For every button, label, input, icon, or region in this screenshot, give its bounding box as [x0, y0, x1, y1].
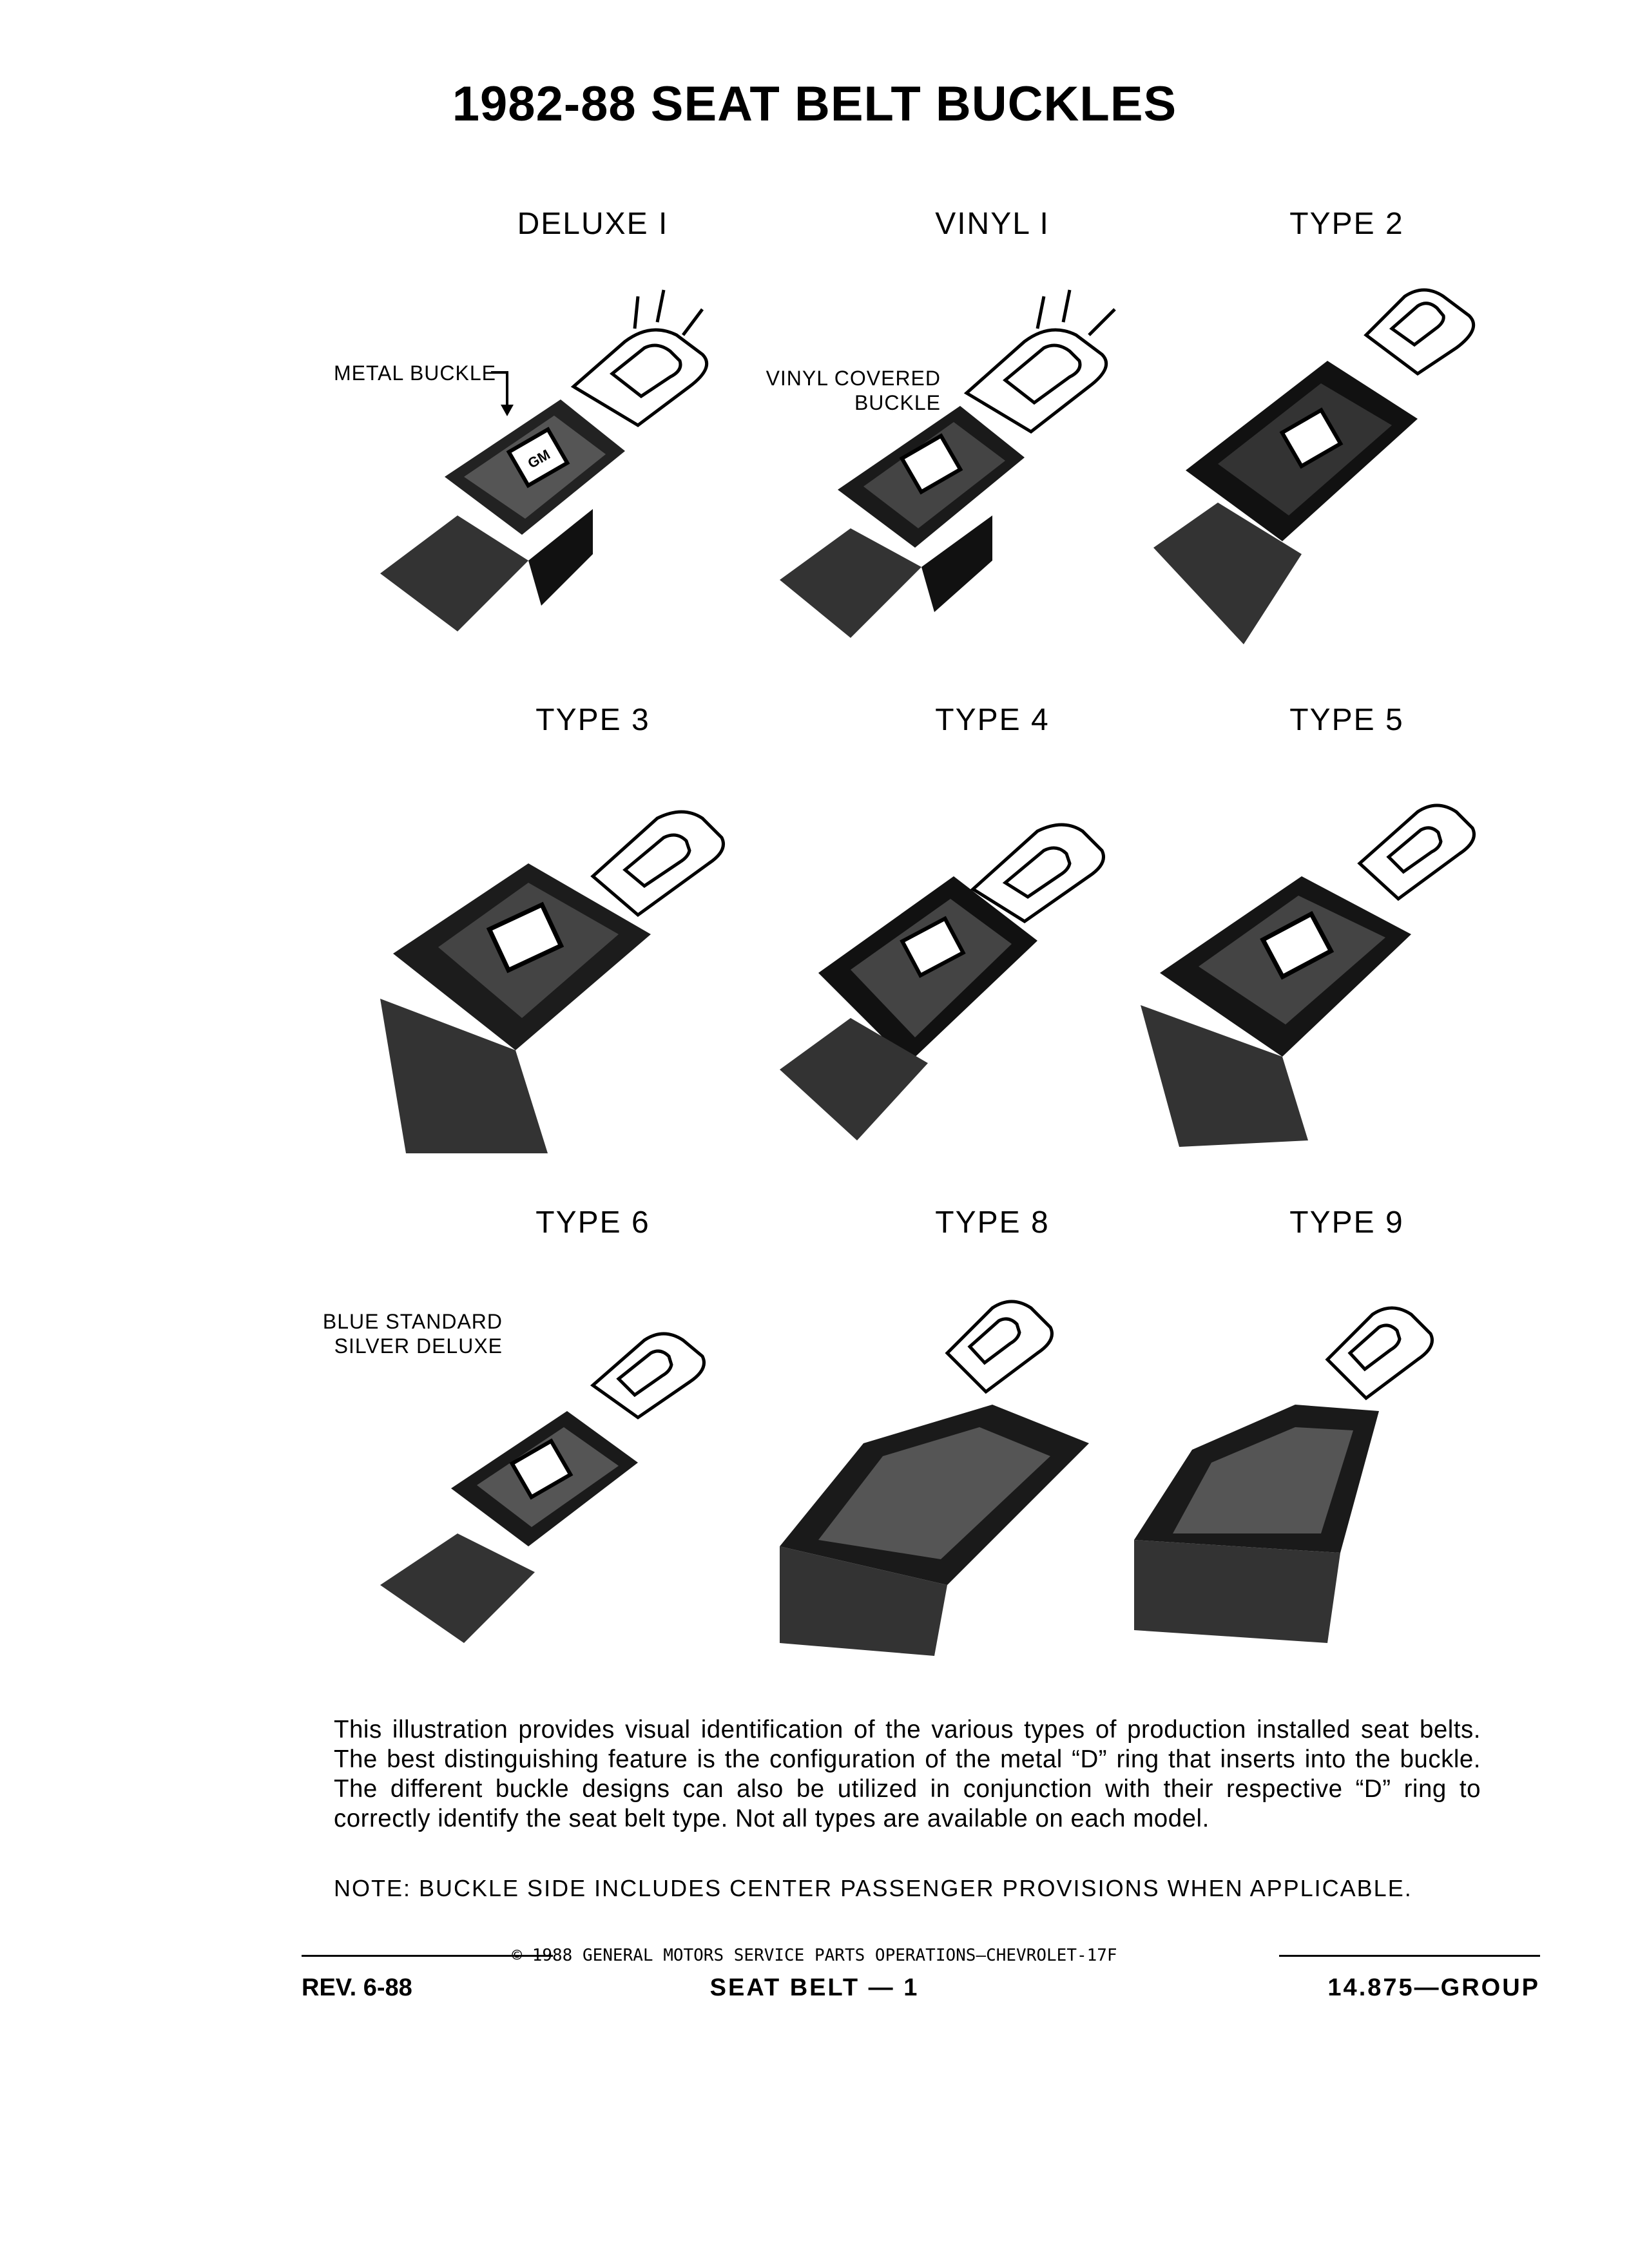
callout-metal-buckle: METAL BUCKLE: [284, 361, 514, 416]
buckle-type-6: TYPE 6: [380, 1205, 805, 1669]
callout-text: BLUE STANDARD SILVER DELUXE: [322, 1310, 503, 1358]
buckle-type-4: TYPE 4: [780, 702, 1205, 1166]
buckle-illustration: [380, 810, 725, 1153]
page-number: SEAT BELT — 1: [709, 1974, 920, 2001]
buckle-label: TYPE 9: [1289, 1206, 1404, 1240]
buckle-illustration: [780, 1300, 1089, 1656]
buckle-illustration: [1153, 288, 1476, 644]
footer-rule-right: [1279, 1955, 1540, 1957]
buckle-illustration: GM: [380, 289, 709, 631]
callout-vinyl-buckle: VINYL COVERED BUCKLE: [735, 341, 941, 415]
callout-arrow: [491, 371, 514, 416]
revision-label: REV. 6-88: [302, 1974, 412, 2001]
callout-text: METAL BUCKLE: [333, 361, 496, 385]
buckle-label: DELUXE I: [517, 207, 669, 241]
buckle-label: TYPE 4: [935, 703, 1050, 737]
buckle-type-2: TYPE 2: [1134, 206, 1559, 670]
buckle-type-8: TYPE 8: [780, 1205, 1205, 1669]
buckle-illustration: [380, 1332, 706, 1643]
callout-blue-standard: BLUE STANDARD SILVER DELUXE: [284, 1285, 503, 1358]
buckle-label: TYPE 2: [1289, 207, 1404, 241]
page-title: 1982-88 SEAT BELT BUCKLES: [452, 77, 1177, 131]
footer-rule-left: [302, 1955, 553, 1957]
copyright-line: © 1988 GENERAL MOTORS SERVICE PARTS OPER…: [512, 1946, 1117, 1965]
buckle-deluxe-1: DELUXE I GM: [380, 206, 805, 670]
buckle-vinyl-1: VINYL I: [780, 206, 1205, 670]
buckle-type-9: TYPE 9: [1134, 1205, 1559, 1669]
buckle-label: TYPE 6: [535, 1206, 650, 1240]
buckle-type-3: TYPE 3: [380, 702, 805, 1166]
buckle-label: VINYL I: [935, 207, 1050, 241]
buckle-illustration: [780, 289, 1116, 638]
group-number: 14.875—GROUP: [1327, 1974, 1540, 2001]
buckle-label: TYPE 3: [535, 703, 650, 737]
buckle-label: TYPE 5: [1289, 703, 1404, 737]
buckle-illustration: [1134, 1306, 1434, 1643]
buckle-illustration: [780, 823, 1105, 1140]
buckle-illustration: [1141, 803, 1476, 1147]
description-paragraph: This illustration provides visual identi…: [334, 1716, 1481, 1832]
note-text: NOTE: BUCKLE SIDE INCLUDES CENTER PASSEN…: [334, 1875, 1412, 1901]
buckle-label: TYPE 8: [935, 1206, 1050, 1240]
callout-text: VINYL COVERED BUCKLE: [766, 367, 941, 414]
buckle-type-5: TYPE 5: [1134, 702, 1559, 1166]
